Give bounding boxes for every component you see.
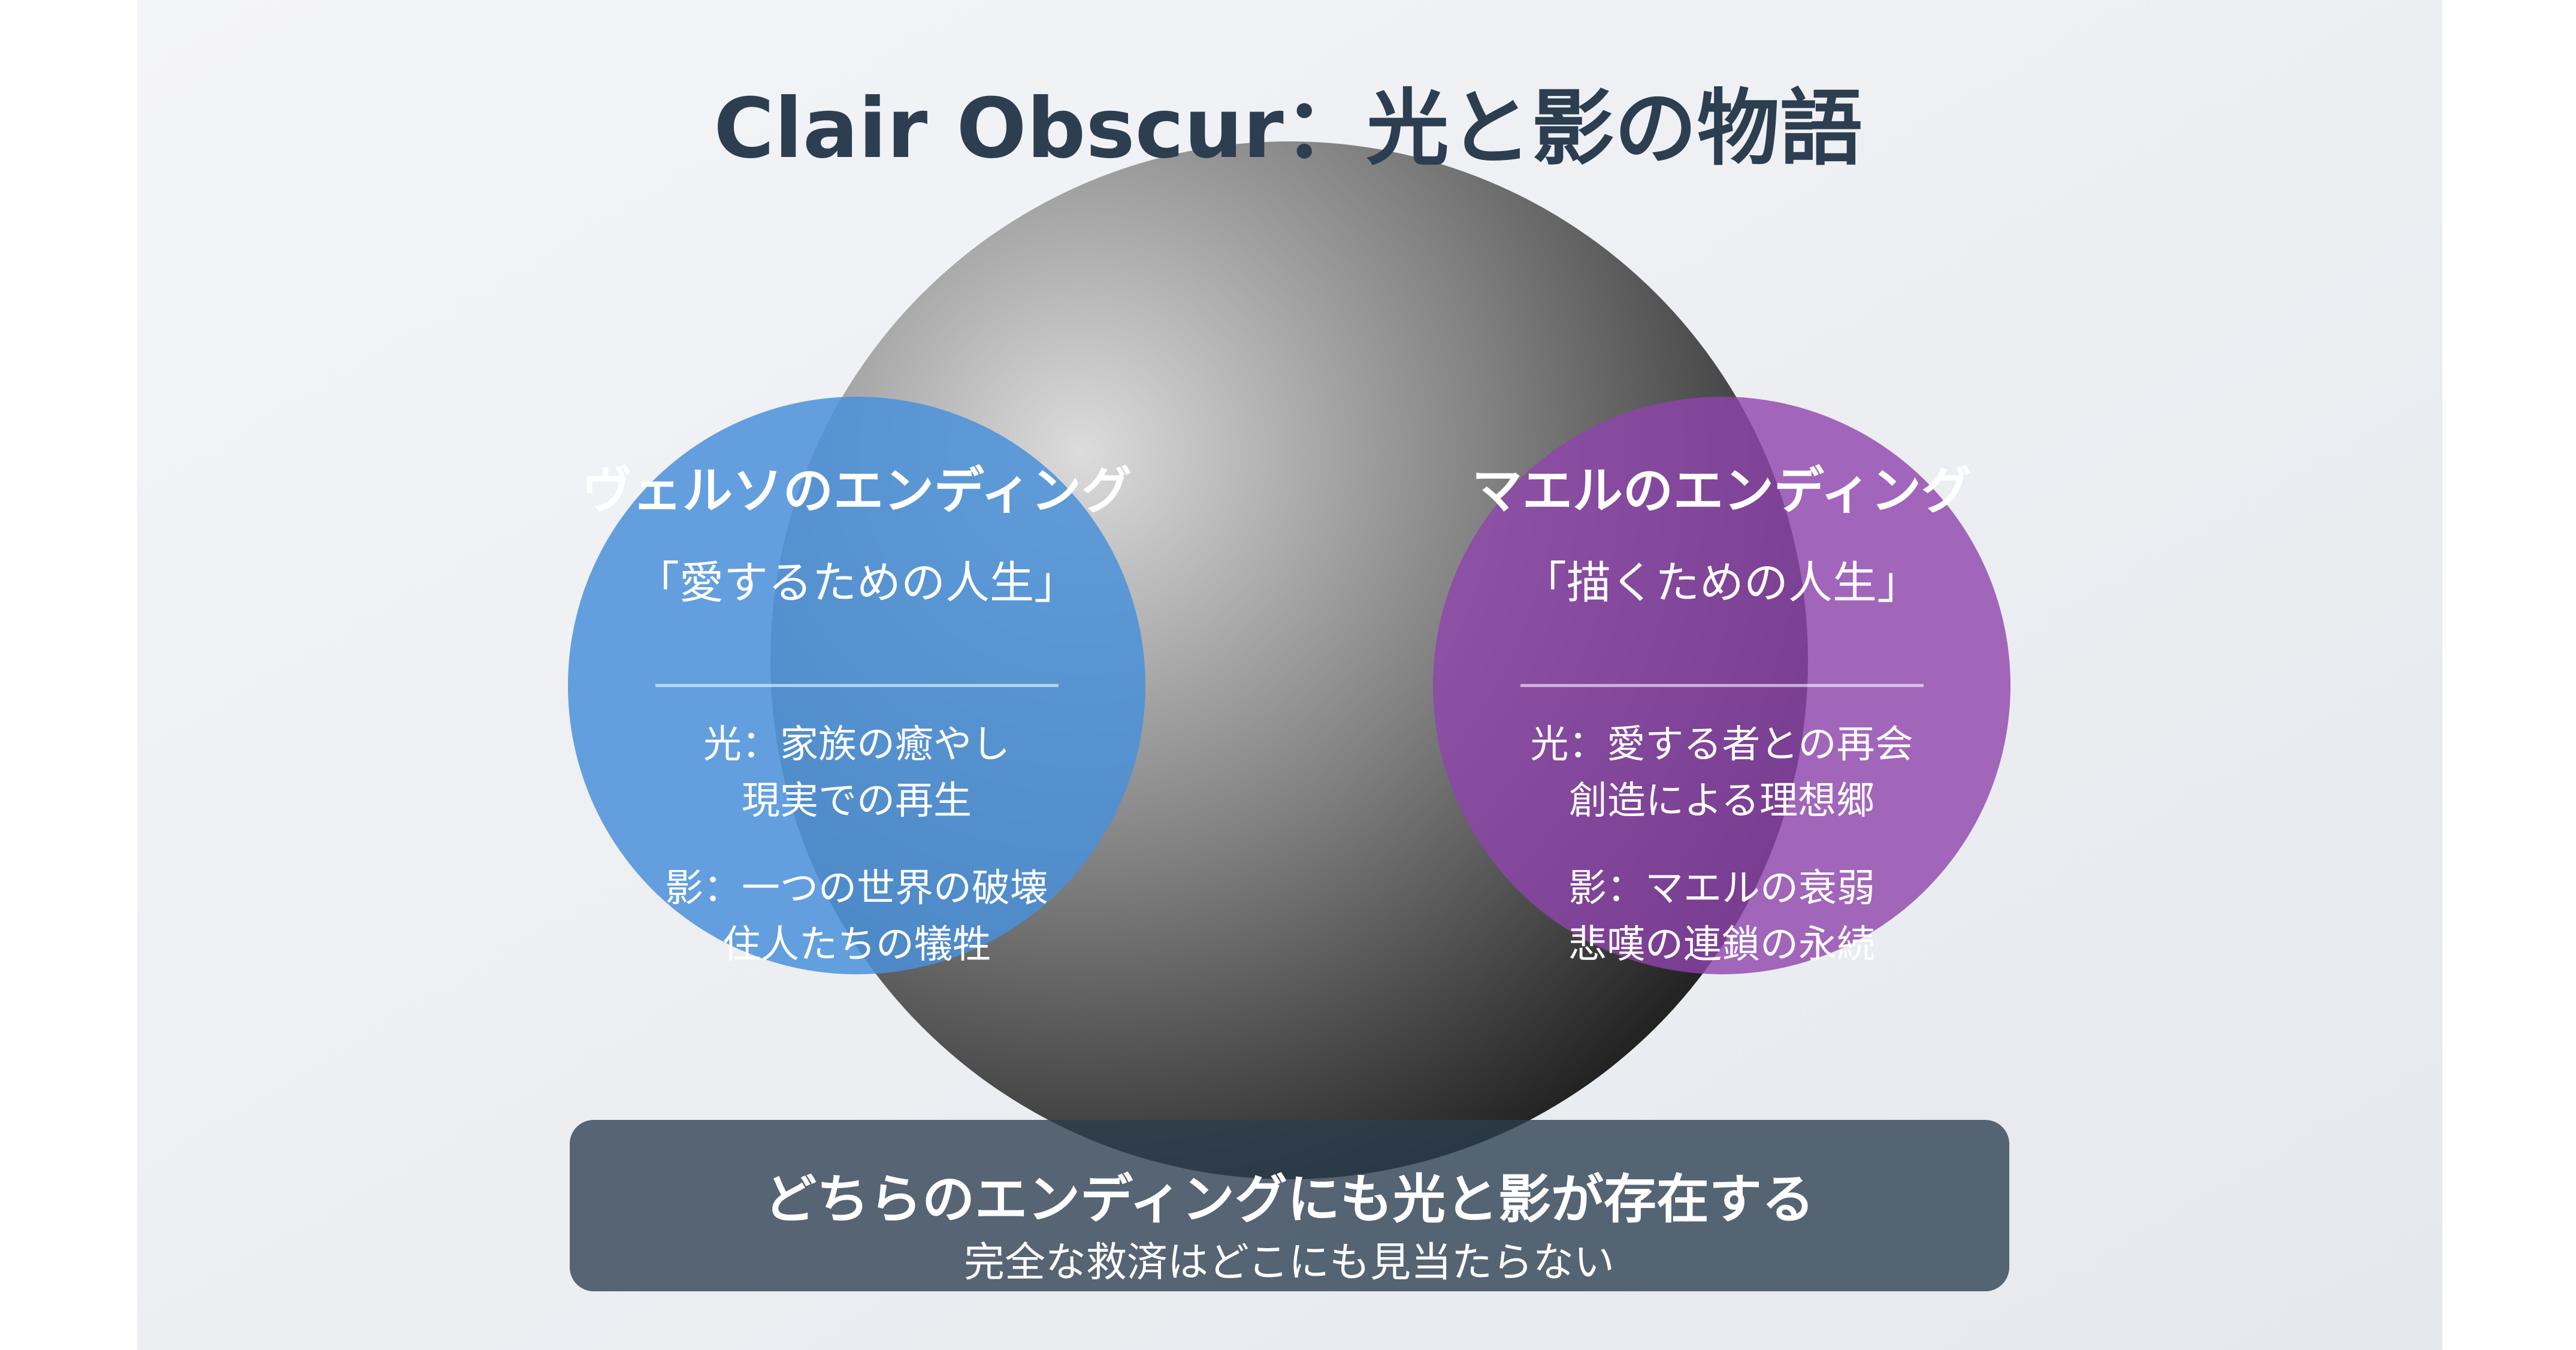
conclusion-box-bg (570, 1120, 2009, 1291)
right-light-line-1: 光：愛する者との再会 (1530, 723, 1913, 767)
right-quote: 「描くための人生」 (1522, 557, 1921, 609)
left-light-line-1: 光：家族の癒やし (703, 723, 1010, 767)
conclusion-box: どちらのエンディングにも光と影が存在する 完全な救済はどこにも見当たらない (570, 1120, 2009, 1291)
right-ending-circle: マエルのエンディング 「描くための人生」 光：愛する者との再会 創造による理想郷… (1433, 397, 2010, 974)
clair-obscur-sphere (770, 141, 1808, 1179)
left-ending-circle: ヴェルソのエンディング 「愛するための人生」 光：家族の癒やし 現実での再生 影… (568, 397, 1145, 974)
right-shadow-line-1: 影：マエルの衰弱 (1568, 866, 1875, 911)
left-shadow-line-2: 住人たちの犠牲 (722, 923, 991, 967)
conclusion-subtext: 完全な救済はどこにも見当たらない (964, 1239, 1614, 1286)
page-title: Clair Obscur：光と影の物語 (713, 80, 1862, 177)
right-light-line-2: 創造による理想郷 (1569, 779, 1874, 823)
left-shadow-line-1: 影：一つの世界の破壊 (665, 866, 1048, 911)
left-quote: 「愛するための人生」 (635, 557, 1078, 609)
right-shadow-line-2: 悲嘆の連鎖の永続 (1568, 923, 1875, 967)
right-heading: マエルのエンディング (1472, 461, 1972, 520)
left-heading: ヴェルソのエンディング (582, 461, 1132, 520)
conclusion-heading: どちらのエンディングにも光と影が存在する (764, 1168, 1815, 1230)
left-light-line-2: 現実での再生 (742, 779, 972, 823)
